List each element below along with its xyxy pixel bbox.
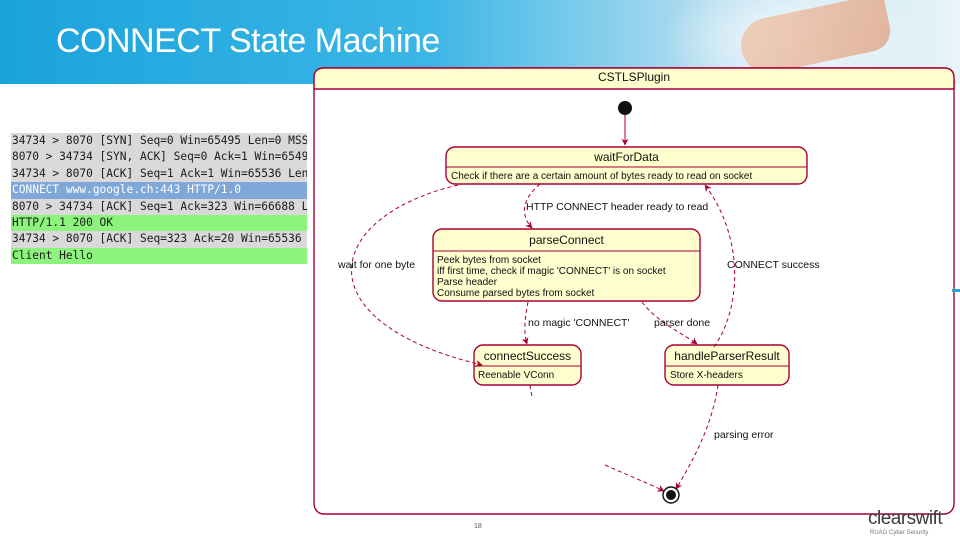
log-line: 8070 > 34734 [ACK] Seq=1 Ack=323 Win=666…: [11, 198, 307, 215]
state-handle-parser-result: [664, 344, 790, 386]
state-title-wait-for-data: waitForData: [594, 150, 659, 164]
frame-title: CSTLSPlugin: [597, 70, 671, 84]
state-title-handle-parser-result: handleParserResult: [674, 349, 780, 363]
transition-parser-done: [641, 301, 698, 345]
company-logo-subtext: RUAG Cyber Security: [870, 530, 929, 536]
state-action: Check if there are a certain amount of b…: [451, 171, 753, 182]
transition-label-no-magic: no magic 'CONNECT': [528, 317, 630, 329]
state-action: Parse header: [437, 277, 498, 288]
company-logo: clearswift: [868, 508, 943, 529]
state-title-parse-connect: parseConnect: [529, 233, 604, 247]
log-line-http-ok: HTTP/1.1 200 OK: [11, 214, 307, 232]
packet-log: 34734 > 8070 [SYN] Seq=0 Win=65495 Len=0…: [11, 133, 307, 265]
state-parse-connect: [432, 228, 701, 302]
frame-header: [313, 67, 955, 90]
state-diagram: CSTLSPlugin waitForData Check if there a…: [312, 67, 956, 516]
log-line-client-hello: Client Hello: [11, 247, 307, 265]
log-line: 34734 > 8070 [SYN] Seq=0 Win=65495 Len=0…: [11, 133, 307, 150]
log-line: 34734 > 8070 [ACK] Seq=1 Ack=1 Win=65536…: [11, 165, 307, 183]
slide-title: CONNECT State Machine: [56, 22, 440, 60]
log-line: 34734 > 8070 [ACK] Seq=323 Ack=20 Win=65…: [11, 231, 307, 248]
state-wait-for-data: [445, 146, 808, 185]
state-action: iff first time, check if magic 'CONNECT'…: [437, 266, 666, 277]
transition-from-connect-success: [529, 384, 533, 398]
transition-label-wait-one-byte: wait for one byte: [338, 259, 416, 271]
transition-label-connect-success: CONNECT success: [727, 259, 820, 271]
log-line: 8070 > 34734 [SYN, ACK] Seq=0 Ack=1 Win=…: [11, 149, 307, 166]
state-action: Store X-headers: [670, 370, 743, 381]
state-action: Peek bytes from socket: [437, 255, 541, 266]
transition-connect-success: [704, 184, 736, 348]
state-diagram-graphics: [313, 67, 955, 515]
transition-label-parsing-error: parsing error: [714, 429, 774, 441]
state-connect-success: [473, 344, 582, 386]
transition-label-header-ready: HTTP CONNECT header ready to read: [526, 201, 709, 213]
state-action: Reenable VConn: [478, 370, 555, 381]
state-action: Consume parsed bytes from socket: [437, 288, 595, 299]
transition-label-parser-done: parser done: [654, 317, 711, 329]
log-line-connect: CONNECT www.google.ch:443 HTTP/1.0: [11, 182, 307, 199]
state-title-connect-success: connectSuccess: [483, 349, 572, 363]
transition-wait-one-byte: [351, 184, 483, 367]
slide-number: 18: [474, 523, 482, 530]
start-node: [618, 101, 632, 115]
transition-to-end: [604, 464, 665, 492]
edge-accent: [952, 289, 960, 292]
end-node: [666, 490, 676, 500]
